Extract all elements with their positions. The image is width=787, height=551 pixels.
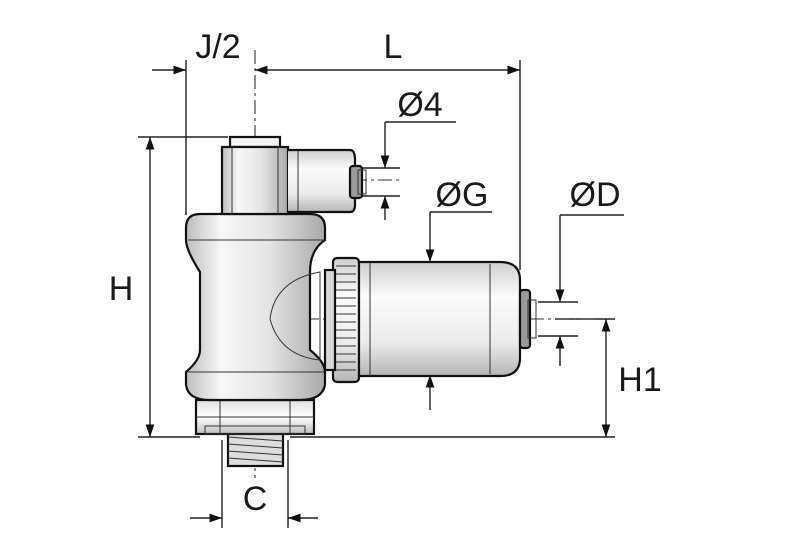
main-body (184, 212, 327, 402)
dimension-labels: J/2 L Ø4 ØG ØD H H1 C (109, 28, 662, 518)
label-tube-small: Ø4 (397, 86, 442, 124)
dimension-lines (138, 60, 624, 528)
hex-nut (194, 398, 316, 436)
knurled-ring (323, 256, 361, 384)
label-j-half: J/2 (195, 28, 240, 66)
flow-control-body (357, 260, 522, 378)
label-thread-g: ØG (436, 176, 489, 214)
label-height: H (109, 270, 134, 308)
label-height-1: H1 (618, 361, 661, 399)
label-tube-d: ØD (570, 176, 621, 214)
swivel-head (220, 135, 357, 216)
output-tube (518, 288, 537, 350)
fitting-body (184, 135, 537, 468)
threaded-stud (226, 431, 285, 468)
label-length: L (384, 28, 403, 66)
label-thread-c: C (243, 480, 268, 518)
small-tube (348, 164, 367, 200)
